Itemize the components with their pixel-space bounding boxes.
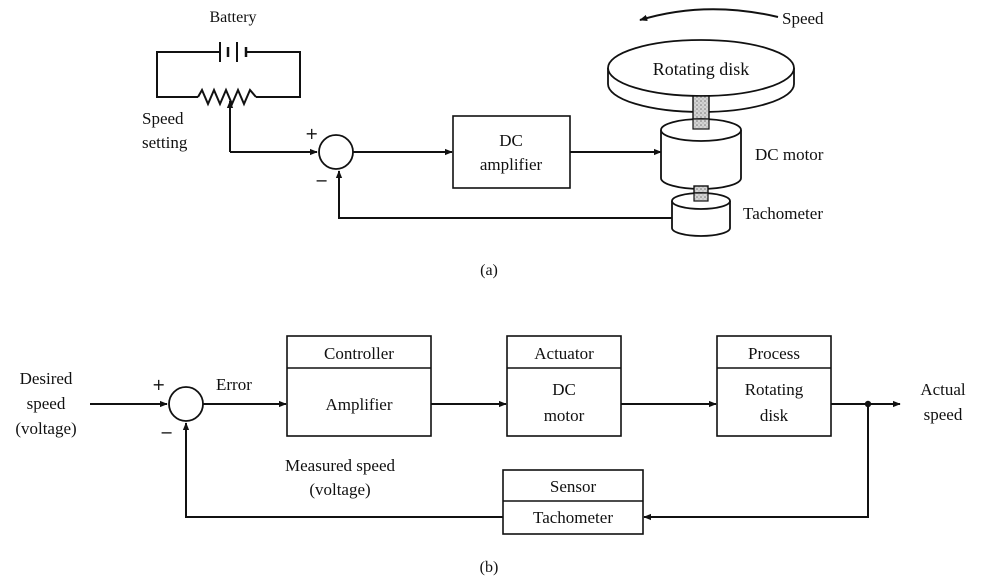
speed-direction-label: Speed (782, 9, 824, 28)
controller-body: Amplifier (325, 395, 392, 414)
dc-amplifier-label-line1: DC (499, 131, 523, 150)
battery-circuit: Battery Speed setting (142, 9, 301, 152)
figure-b: Desired speed (voltage) + − Error Contro… (15, 335, 966, 576)
actuator-body-line2: motor (544, 406, 585, 425)
controller-header: Controller (324, 344, 394, 363)
minus-sign-b: − (160, 423, 173, 442)
desired-speed-label-line2: speed (27, 394, 66, 413)
actuator-body-line1: DC (552, 380, 576, 399)
actual-speed-label-line1: Actual (920, 380, 966, 399)
speed-setting-label-line1: Speed (142, 109, 184, 128)
summing-junction-b (168, 386, 204, 422)
sensor-body: Tachometer (533, 508, 613, 527)
actual-speed-label-line2: speed (924, 405, 963, 424)
process-block: Process Rotating disk (716, 335, 832, 437)
battery-icon (219, 42, 248, 62)
actuator-block: Actuator DC motor (506, 335, 622, 437)
desired-speed-label-line1: Desired (20, 369, 73, 388)
rotation-arrow (639, 8, 779, 21)
speed-setting-label-line2: setting (142, 133, 188, 152)
battery-label: Battery (209, 9, 256, 26)
dc-amplifier-box (452, 115, 571, 189)
measured-speed-label-line2: (voltage) (309, 480, 370, 499)
battery-wire-right (246, 51, 301, 98)
process-body-line1: Rotating (745, 380, 804, 399)
desired-speed-label-line3: (voltage) (15, 419, 76, 438)
feedback-arrow-b (182, 422, 503, 518)
actuator-header: Actuator (534, 344, 594, 363)
controller-block: Controller Amplifier (286, 335, 432, 437)
dc-amplifier-label-line2: amplifier (480, 155, 543, 174)
minus-sign-a: − (315, 171, 328, 190)
process-body-line2: disk (760, 406, 789, 425)
rotating-disk-label: Rotating disk (653, 59, 750, 79)
sensor-header: Sensor (550, 477, 597, 496)
measured-speed-label-line1: Measured speed (285, 456, 395, 475)
process-header: Process (748, 344, 800, 363)
figure-a: Battery Speed setting + − DC amplifier (142, 8, 824, 279)
summing-junction-a (318, 134, 354, 170)
dc-motor (660, 118, 742, 190)
battery-wire-left (156, 51, 220, 98)
tachometer (671, 192, 731, 237)
caption-a: (a) (480, 262, 498, 279)
sensor-block: Sensor Tachometer (502, 469, 644, 535)
feedback-arrow-a (335, 170, 672, 219)
error-label: Error (216, 375, 252, 394)
caption-b: (b) (480, 559, 499, 576)
dc-motor-label: DC motor (755, 145, 824, 164)
tachometer-label: Tachometer (743, 204, 823, 223)
output-to-sensor-arrow (643, 404, 869, 521)
potentiometer-icon (197, 87, 257, 107)
plus-sign-b: + (152, 375, 165, 394)
plus-sign-a: + (305, 124, 318, 143)
